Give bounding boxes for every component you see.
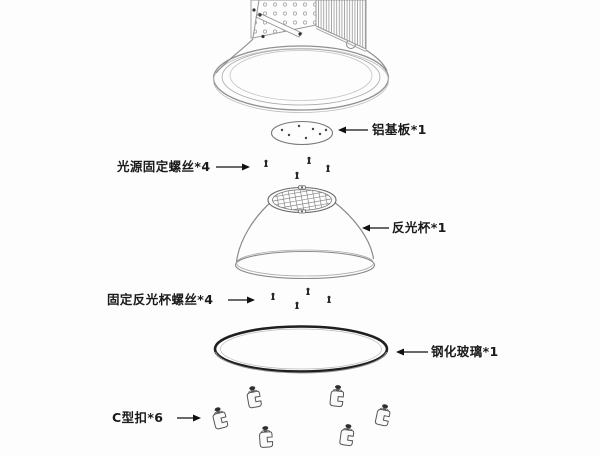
arrow-reflector-screws [228,296,255,304]
reflector-screws [271,287,331,309]
tempered-glass [213,325,389,374]
aluminum-base-plate [270,120,334,146]
arrowhead-left-icon [338,126,346,134]
arrowhead-left-icon [396,348,404,356]
arrowhead-right-icon [242,163,250,171]
arrowhead-right-icon [247,296,255,304]
arrow-aluminum-base-plate [338,126,368,134]
arrow-light-source-screws [216,163,250,171]
reflector-cup [234,185,376,280]
arrowhead-right-icon [193,414,201,422]
callout-arrows [177,126,428,422]
light-source-screws [264,156,330,179]
callout-aluminum-base-plate: 铝基板*1 [372,122,427,137]
arrowhead-left-icon [362,224,370,232]
lamp-housing [212,0,390,113]
c-clips [210,384,393,449]
callout-light-source-screws: 光源固定螺丝*4 [117,159,211,174]
callout-tempered-glass: 钢化玻璃*1 [431,344,499,359]
arrow-c-clip [177,414,201,422]
callout-c-clip: C型扣*6 [112,410,164,425]
callout-reflector-screws: 固定反光杯螺丝*4 [107,292,214,307]
callout-reflector-cup: 反光杯*1 [392,220,447,235]
arrow-reflector-cup [362,224,389,232]
arrow-tempered-glass [396,348,428,356]
